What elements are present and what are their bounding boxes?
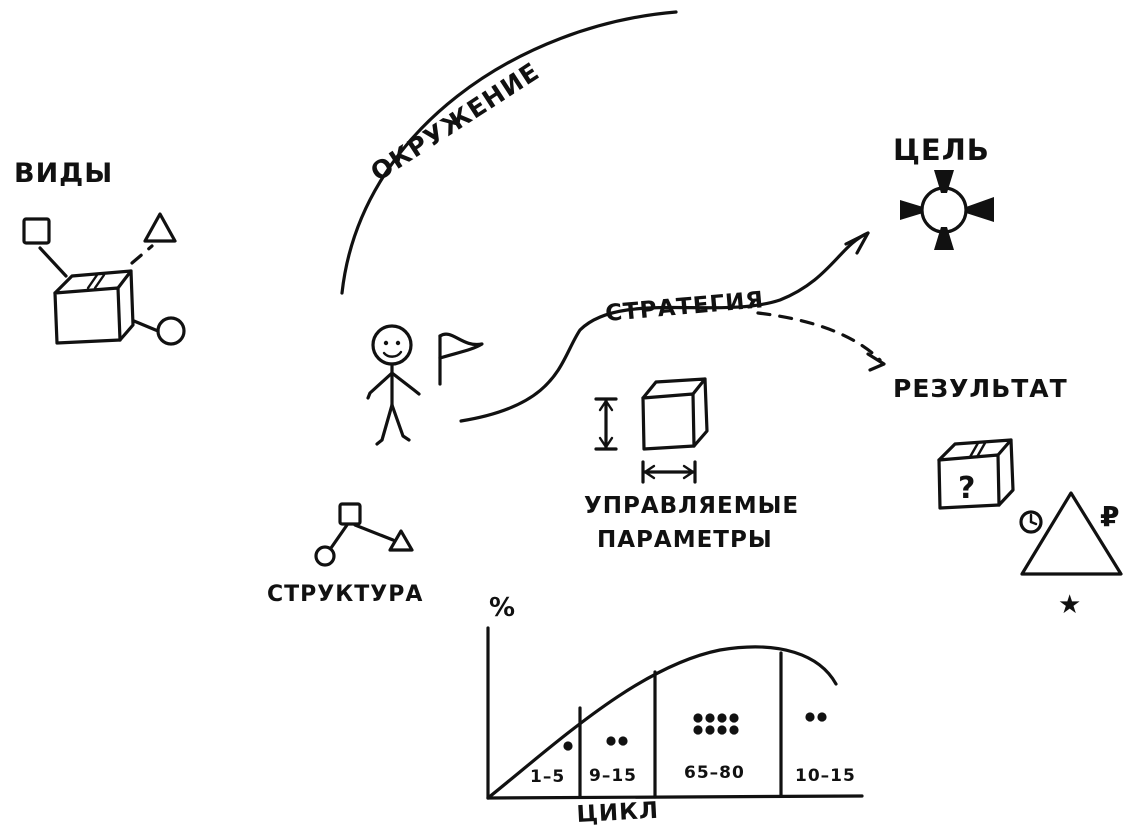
goal-label: ЦЕЛЬ — [893, 133, 990, 167]
chart-dot — [729, 725, 739, 735]
connector-line — [38, 246, 68, 278]
dashed-connector — [130, 244, 154, 265]
chart-dot — [563, 741, 573, 751]
chart-dot — [693, 713, 703, 723]
result-label: РЕЗУЛЬТАТ — [893, 374, 1068, 403]
chart-dot — [717, 725, 727, 735]
square-icon — [338, 502, 362, 526]
chart-y-axis-label: % — [489, 593, 516, 623]
ruble-icon: ₽ — [1100, 500, 1120, 533]
chart-dot — [606, 736, 616, 746]
question-mark: ? — [958, 471, 976, 506]
chart-segment-label: 10–15 — [795, 766, 856, 786]
chart-segment-label: 65–80 — [684, 763, 745, 783]
arrow-head-icon — [866, 352, 886, 372]
chart-dot — [705, 725, 715, 735]
person-figure-icon — [366, 324, 421, 446]
target-icon — [900, 170, 994, 250]
triangle-icon — [388, 529, 414, 552]
mystery-box-icon: ? — [937, 438, 1015, 510]
chart-dot — [705, 713, 715, 723]
chart-x-axis — [486, 794, 864, 800]
chart-dot — [717, 713, 727, 723]
lifecycle-chart: % 1–5 9–15 65–80 10–15 ЦИКЛ — [486, 593, 864, 828]
circle-icon — [156, 316, 186, 346]
box-icon — [53, 269, 135, 345]
environment-arc — [340, 10, 678, 295]
result-triangle-icon — [1020, 491, 1123, 576]
square-icon — [22, 217, 51, 245]
flag-icon — [438, 332, 484, 386]
chart-segment-label: 1–5 — [530, 767, 565, 787]
environment-label: ОКРУЖЕНИЕ — [365, 57, 544, 187]
structure-label: СТРУКТУРА — [267, 582, 423, 607]
chart-dot — [693, 725, 703, 735]
width-arrow-icon — [641, 460, 697, 484]
chart-segment-dots — [563, 712, 827, 751]
chart-dot — [805, 712, 815, 722]
parameter-cube-icon — [641, 377, 709, 451]
chart-lifecycle-curve — [486, 645, 838, 800]
controlled-params-label-line1: УПРАВЛЯЕМЫЕ — [584, 493, 799, 519]
star-icon: ★ — [1058, 590, 1082, 620]
strategy-curve — [459, 231, 870, 423]
structure-diagram — [314, 502, 414, 567]
chart-dot — [729, 713, 739, 723]
types-label: ВИДЫ — [14, 158, 113, 189]
height-arrow-icon — [594, 397, 618, 451]
clock-icon — [1019, 510, 1043, 534]
triangle-icon — [143, 212, 177, 243]
controlled-params-label-line2: ПАРАМЕТРЫ — [597, 527, 773, 553]
chart-segment-label: 9–15 — [589, 766, 637, 786]
result-dashed-path — [756, 311, 882, 362]
connector-line — [132, 319, 160, 333]
strategy-label: СТРАТЕГИЯ — [604, 287, 765, 327]
types-diagram — [22, 212, 186, 346]
circle-icon — [314, 545, 336, 567]
chart-dot — [817, 712, 827, 722]
arrow-head-icon — [844, 231, 870, 255]
chart-dot — [618, 736, 628, 746]
chart-x-axis-label: ЦИКЛ — [576, 798, 660, 828]
